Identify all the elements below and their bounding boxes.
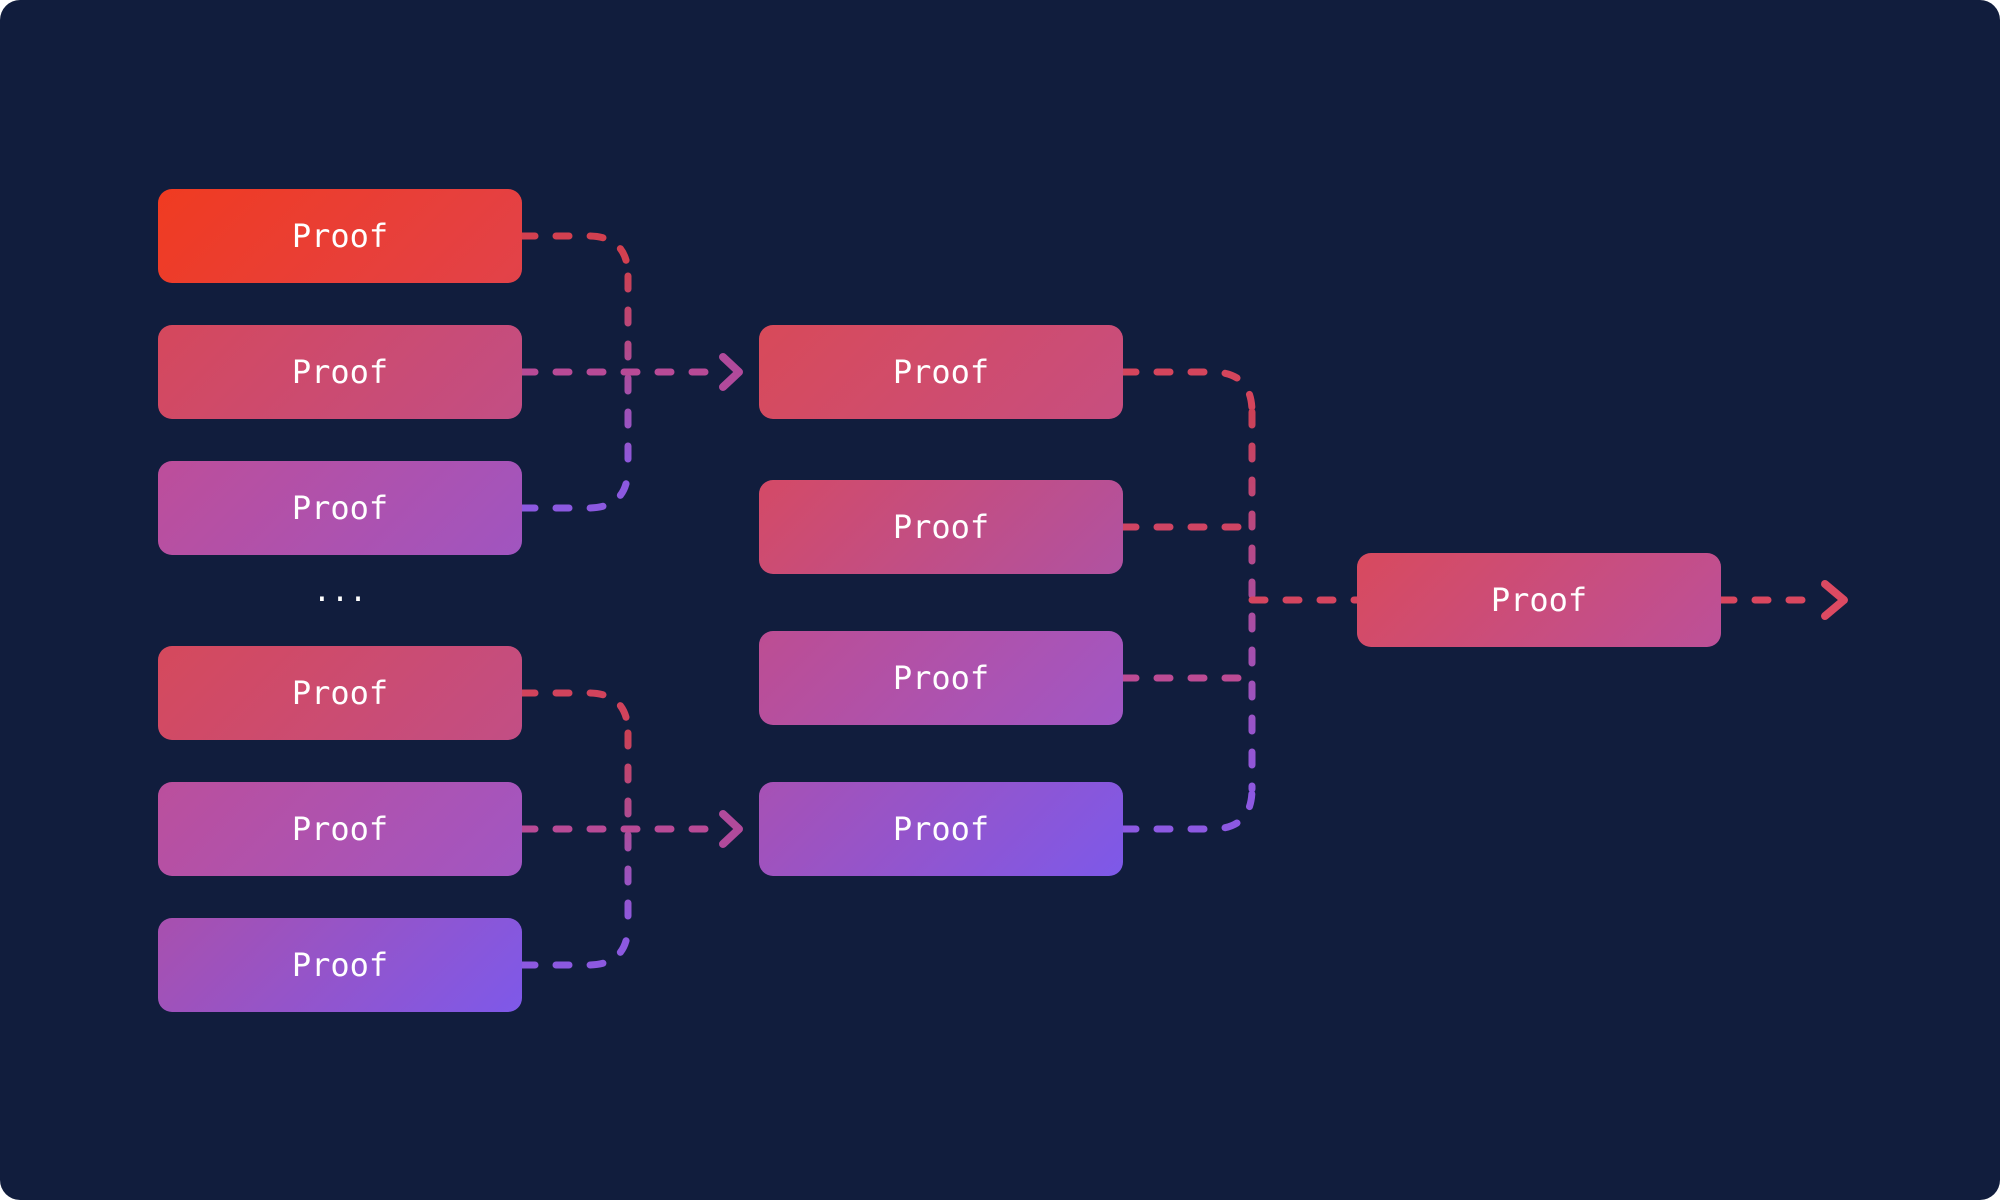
connector-left4-curve <box>518 689 632 737</box>
arrowhead-a-icon <box>719 353 743 391</box>
proof-box-final-label: Proof <box>1490 581 1588 619</box>
proof-box-left-3: Proof <box>158 461 522 555</box>
proof-box-final: Proof <box>1357 553 1721 647</box>
arrowhead-b-icon <box>719 810 743 848</box>
proof-box-left-2-label: Proof <box>291 353 389 391</box>
proof-box-left-6: Proof <box>158 918 522 1012</box>
proof-box-mid-1: Proof <box>759 325 1123 419</box>
connector-mid1-curve <box>1119 368 1256 416</box>
proof-box-mid-4: Proof <box>759 782 1123 876</box>
connector-left1-curve <box>518 232 632 280</box>
connector-left3-curve <box>518 464 632 512</box>
proof-box-mid-2: Proof <box>759 480 1123 574</box>
proof-box-left-5-label: Proof <box>291 810 389 848</box>
proof-box-left-6-label: Proof <box>291 946 389 984</box>
proof-box-left-1-label: Proof <box>291 217 389 255</box>
proof-box-left-5: Proof <box>158 782 522 876</box>
proof-box-mid-3: Proof <box>759 631 1123 725</box>
proof-box-left-3-label: Proof <box>291 489 389 527</box>
proof-box-left-1: Proof <box>158 189 522 283</box>
proof-box-mid-3-label: Proof <box>892 659 990 697</box>
connector-left6-curve <box>518 921 632 969</box>
proof-box-mid-2-label: Proof <box>892 508 990 546</box>
proof-box-left-2: Proof <box>158 325 522 419</box>
more-proofs-ellipsis: ... <box>312 574 368 609</box>
arrowhead-final-icon <box>1821 580 1848 620</box>
proof-box-mid-4-label: Proof <box>892 810 990 848</box>
proof-box-left-4-label: Proof <box>291 674 389 712</box>
proof-box-left-4: Proof <box>158 646 522 740</box>
connector-mid4-curve <box>1119 785 1256 833</box>
proof-box-mid-1-label: Proof <box>892 353 990 391</box>
